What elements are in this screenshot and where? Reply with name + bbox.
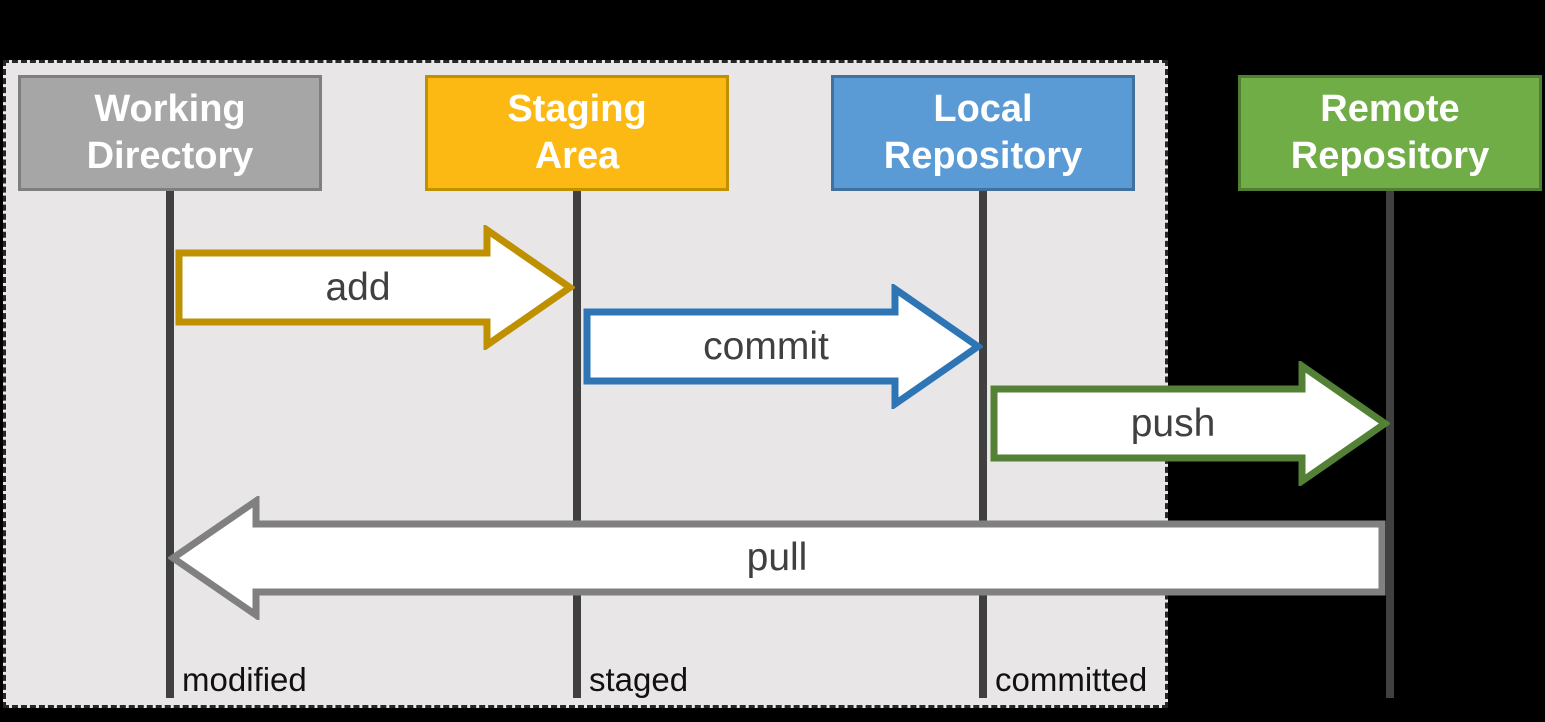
commit-arrow-label: commit	[703, 324, 829, 368]
column-header-working-directory: Working Directory	[18, 75, 322, 191]
right-arrow-shape	[990, 361, 1390, 486]
column-header-local-repository: Local Repository	[831, 75, 1135, 191]
push-arrow-label: push	[1130, 401, 1216, 445]
lifeline-working-directory	[166, 191, 174, 698]
pull-arrow	[168, 496, 1386, 620]
left-arrow-shape	[168, 496, 1386, 620]
right-arrow-shape	[583, 284, 983, 409]
state-label-committed: committed	[995, 661, 1148, 698]
state-label-modified: modified	[182, 661, 307, 698]
state-label-staged: staged	[589, 661, 689, 698]
right-arrow-shape	[175, 225, 575, 350]
lifeline-staging-area	[573, 191, 581, 698]
commit-arrow	[583, 284, 983, 409]
column-header-remote-repository: Remote Repository	[1238, 75, 1542, 191]
column-header-staging-area: Staging Area	[425, 75, 729, 191]
pull-arrow-label: pull	[746, 536, 808, 579]
add-arrow-label: add	[325, 265, 391, 309]
lifeline-local-repository	[979, 191, 987, 698]
add-arrow	[175, 225, 575, 350]
lifeline-remote-repository	[1386, 191, 1394, 698]
push-arrow	[990, 361, 1390, 486]
